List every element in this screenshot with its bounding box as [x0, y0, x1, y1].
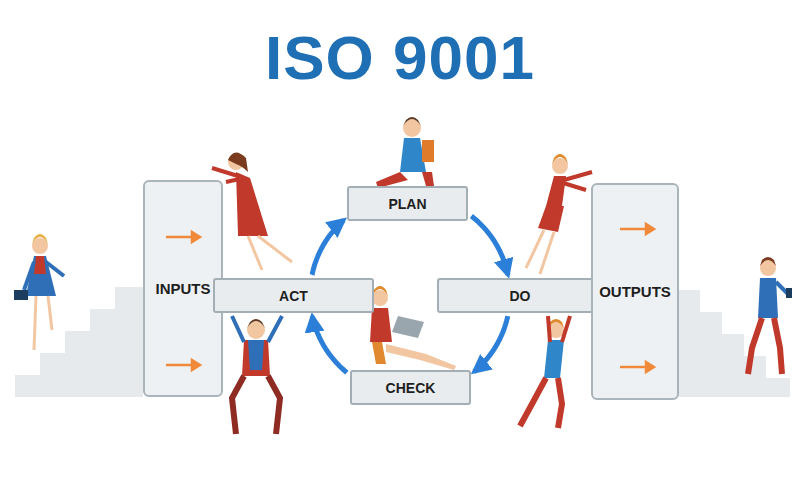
box-label: PLAN — [388, 196, 426, 212]
process-box: PLAN — [347, 186, 468, 221]
cycle-arrow — [474, 316, 508, 372]
cycle-arrow — [312, 316, 347, 372]
person — [232, 316, 282, 434]
title: ISO 9001 — [0, 22, 800, 93]
person — [14, 234, 64, 350]
person — [748, 257, 792, 374]
output-panel: OUTPUTS — [591, 183, 679, 400]
person — [376, 117, 434, 188]
input-panel: INPUTS — [143, 180, 223, 397]
box-label: CHECK — [386, 380, 436, 396]
process-box: DO — [437, 278, 603, 313]
arrow-icon — [166, 224, 654, 372]
box-label: DO — [510, 288, 531, 304]
box-label: ACT — [279, 288, 308, 304]
process-box: ACT — [213, 278, 374, 313]
cycle-arrow — [471, 216, 508, 275]
person — [520, 316, 570, 428]
stairs — [15, 287, 143, 397]
cycle-arrow — [312, 220, 344, 275]
box-label: OUTPUTS — [599, 283, 671, 300]
process-box: CHECK — [350, 370, 471, 405]
person — [526, 154, 592, 274]
box-label: INPUTS — [155, 280, 210, 297]
person — [212, 152, 292, 270]
